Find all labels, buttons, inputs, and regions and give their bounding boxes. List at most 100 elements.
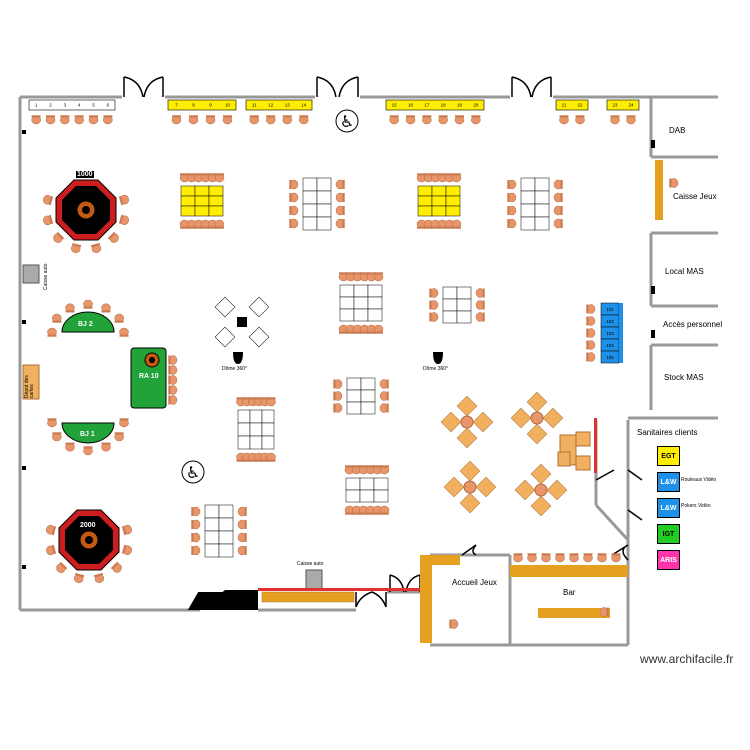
chair bbox=[114, 313, 125, 324]
chair bbox=[167, 385, 178, 395]
chair bbox=[332, 391, 343, 401]
corner-ramp bbox=[200, 590, 258, 610]
chair bbox=[379, 464, 390, 475]
chair bbox=[575, 114, 585, 125]
chair bbox=[475, 300, 486, 310]
chair bbox=[51, 231, 65, 245]
svg-text:♿: ♿ bbox=[340, 112, 354, 131]
chair bbox=[44, 544, 57, 557]
label-dome-right: Dôme 360° bbox=[423, 366, 449, 372]
chair bbox=[585, 340, 596, 350]
bar-counter-bottom bbox=[538, 608, 610, 618]
chair bbox=[47, 327, 57, 338]
chair bbox=[119, 327, 129, 338]
chair bbox=[379, 379, 390, 389]
chair bbox=[265, 114, 276, 125]
white-block-8 bbox=[204, 504, 234, 558]
caisse-auto-left bbox=[22, 264, 40, 284]
chair bbox=[559, 114, 569, 125]
table-bj2-label: BJ 2 bbox=[78, 321, 93, 328]
machine-blocks bbox=[180, 177, 550, 558]
chair bbox=[553, 179, 564, 190]
legend-badge: L&W bbox=[657, 472, 680, 492]
table-ra10-label: RA 10 bbox=[139, 373, 159, 380]
chair bbox=[451, 172, 462, 183]
chair bbox=[569, 552, 579, 563]
chair bbox=[298, 114, 309, 125]
machine-number: 15 bbox=[392, 103, 398, 108]
legend-badge: ARIS bbox=[657, 550, 680, 570]
chair bbox=[626, 114, 636, 125]
machine-number: 20 bbox=[473, 103, 479, 108]
chair bbox=[332, 403, 343, 413]
machine-number: 24 bbox=[628, 103, 634, 108]
ra10-chairs bbox=[167, 355, 178, 405]
machine-number: 4 bbox=[78, 103, 81, 108]
chair bbox=[121, 544, 134, 557]
white-block-4 bbox=[442, 286, 472, 324]
chair bbox=[41, 214, 54, 227]
round-table bbox=[510, 391, 564, 445]
chair bbox=[610, 114, 620, 125]
chair bbox=[121, 523, 134, 536]
chair bbox=[102, 114, 113, 125]
chair bbox=[45, 114, 56, 125]
accueil-counter-v bbox=[420, 555, 432, 643]
machine-number: 21 bbox=[561, 103, 567, 108]
machine-number: 18 bbox=[441, 103, 447, 108]
caisse-auto-bottom bbox=[305, 569, 323, 591]
chair bbox=[205, 114, 216, 125]
room-local-mas: Local MAS bbox=[665, 267, 704, 276]
chair bbox=[110, 561, 124, 575]
machine-number: 7 bbox=[175, 103, 178, 108]
machine-number: 1 bbox=[35, 103, 38, 108]
chair bbox=[373, 324, 384, 335]
chair bbox=[553, 218, 564, 229]
chair bbox=[373, 271, 384, 282]
legend-text: Rouleaux Vidéo bbox=[681, 477, 717, 483]
chair bbox=[107, 231, 121, 245]
chair bbox=[438, 114, 449, 125]
chair bbox=[167, 355, 178, 365]
roulette-table-2000 bbox=[58, 509, 120, 571]
chair bbox=[69, 242, 82, 255]
machine-number: 22 bbox=[577, 103, 583, 108]
machine-number: 23 bbox=[612, 103, 618, 108]
chair bbox=[171, 114, 182, 125]
chair bbox=[282, 114, 293, 125]
chair bbox=[421, 114, 432, 125]
round-table bbox=[443, 460, 497, 514]
dome-icon-left bbox=[233, 352, 243, 364]
legend-text: Pokers Vidéo bbox=[681, 503, 711, 509]
chair bbox=[237, 545, 248, 556]
chair bbox=[288, 192, 299, 203]
label-caisse-auto-bottom: Caisse auto bbox=[297, 561, 324, 567]
machine-number: 19 bbox=[457, 103, 463, 108]
svg-text:♿: ♿ bbox=[186, 463, 200, 482]
machine-number: 105 bbox=[606, 355, 614, 360]
chair bbox=[583, 552, 593, 563]
chair bbox=[475, 288, 486, 298]
chair bbox=[51, 313, 62, 324]
machine-number: 2 bbox=[49, 103, 52, 108]
roulette-table-1000 bbox=[55, 179, 117, 241]
bar-chair-right bbox=[599, 607, 610, 617]
chair bbox=[222, 114, 233, 125]
chair bbox=[167, 375, 178, 385]
chair bbox=[288, 218, 299, 229]
chair bbox=[288, 205, 299, 216]
roulette-2000-label: 2000 bbox=[79, 522, 97, 529]
machine-number: 101 bbox=[606, 307, 614, 312]
accueil-chair bbox=[448, 619, 459, 629]
chair bbox=[101, 303, 111, 313]
room-accueil-jeux: Accueil Jeux bbox=[452, 578, 497, 587]
chair bbox=[611, 552, 621, 563]
chair bbox=[83, 445, 93, 456]
legend-badge: L&W bbox=[657, 498, 680, 518]
chair bbox=[47, 417, 57, 428]
chair bbox=[541, 552, 551, 563]
chair bbox=[553, 205, 564, 216]
machine-number: 102 bbox=[606, 319, 614, 324]
red-line-bottom bbox=[258, 588, 422, 591]
